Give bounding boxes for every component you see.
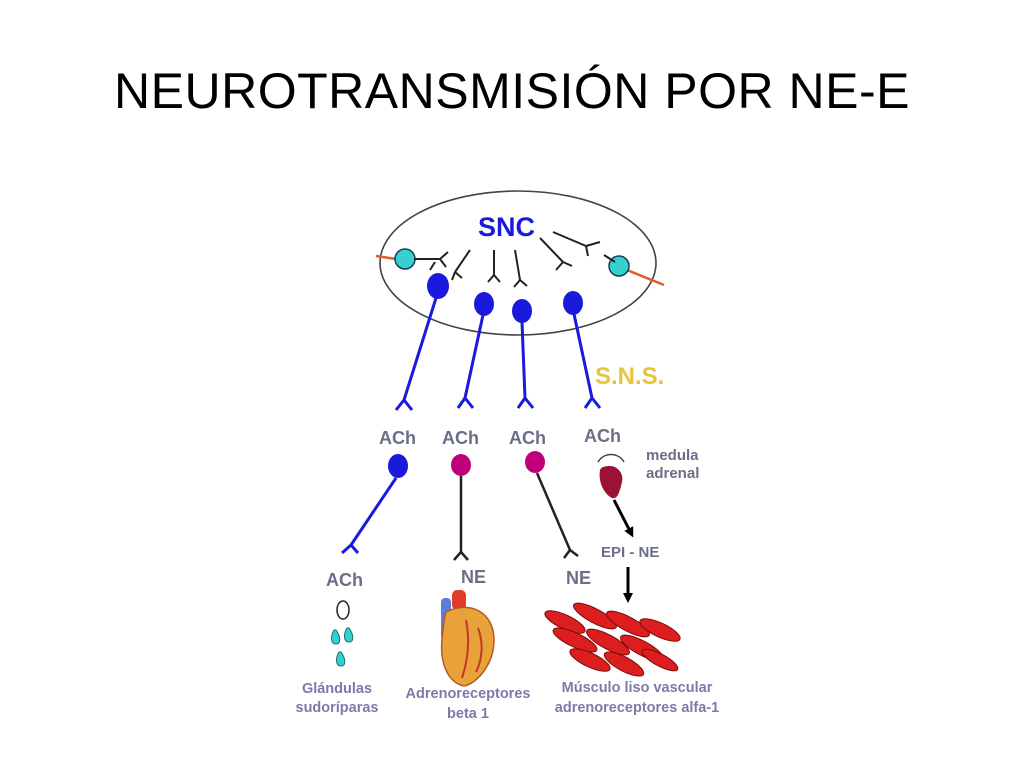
slide-title: NEUROTRANSMISIÓN POR NE-E <box>114 63 910 119</box>
epi-ne-label: EPI - NE <box>601 544 659 561</box>
muscle-cell <box>573 602 617 630</box>
muscle-cell <box>552 627 598 653</box>
postganglionic-axon-3 <box>535 472 572 551</box>
heart-caption-line1: Adrenoreceptores <box>406 686 531 702</box>
postganglionic-axon-1 <box>349 477 398 546</box>
adrenal-arrow <box>612 499 634 538</box>
drop-3 <box>336 651 346 667</box>
muscle-cell <box>641 648 679 672</box>
ganglion-ach-label-2: ACh <box>442 428 479 448</box>
heart-icon <box>440 590 495 687</box>
axon-2 <box>463 314 485 399</box>
heart-vessels <box>461 619 483 679</box>
drop-2 <box>344 627 354 643</box>
sweat-gland-outline <box>336 600 350 620</box>
adrenal-gland <box>599 466 623 499</box>
adrenal-outline <box>597 453 625 463</box>
afferent-line-right <box>626 268 665 287</box>
effector-label-glands: ACh <box>326 570 363 590</box>
muscle-caption-line2: adrenoreceptores alfa-1 <box>555 700 719 716</box>
cns-oval <box>379 190 657 336</box>
muscle-cell <box>569 648 611 672</box>
terminal-2 <box>456 397 475 409</box>
muscle-caption-line1: Músculo liso vascular <box>562 680 713 696</box>
postganglionic-terminal-1 <box>341 543 360 555</box>
postganglionic-terminal-3 <box>563 549 579 559</box>
cyan-neuron-left <box>394 248 416 270</box>
neuron-soma-2 <box>474 292 494 316</box>
aorta <box>452 590 466 610</box>
cns-synapse-marks <box>414 231 616 288</box>
muscle-cell <box>606 610 650 638</box>
muscle-cell <box>639 618 681 642</box>
effector-label-muscle: NE <box>566 568 591 588</box>
adrenal-medulla <box>597 453 625 499</box>
ganglion-ach-label-3: ACh <box>509 428 546 448</box>
terminal-4 <box>583 397 602 409</box>
sns-label: S.N.S. <box>595 363 664 390</box>
heart-caption-line2: beta 1 <box>447 706 489 722</box>
postganglionic-terminal-2 <box>453 551 469 561</box>
neuron-soma-4 <box>563 291 583 315</box>
ganglion-soma-1 <box>388 454 408 478</box>
snc-label: SNC <box>478 212 535 242</box>
adrenal-label-2: adrenal <box>646 465 699 482</box>
ganglion-ach-label-4: ACh <box>584 426 621 446</box>
ganglion-soma-3 <box>525 451 545 473</box>
neuron-soma-1 <box>427 273 449 299</box>
smooth-muscle-cells <box>544 602 681 677</box>
axon-3 <box>520 321 527 399</box>
terminal-3 <box>516 397 535 409</box>
afferent-line-left <box>375 254 397 261</box>
preganglionic-neurons <box>394 273 602 411</box>
ganglion-ach-label-1: ACh <box>379 428 416 448</box>
muscle-cell <box>586 628 630 656</box>
glands-caption-line1: Glándulas <box>302 681 372 697</box>
neuron-soma-3 <box>512 299 532 323</box>
muscle-cell <box>603 651 645 677</box>
sweat-droplets-icon <box>331 600 354 667</box>
axon-4 <box>572 313 594 399</box>
terminal-1 <box>394 399 414 411</box>
postganglionic-neurons <box>341 451 579 561</box>
drop-1 <box>331 629 341 645</box>
effector-label-heart: NE <box>461 567 486 587</box>
glands-caption-line2: sudoríparas <box>296 700 379 716</box>
ganglion-soma-2 <box>451 454 471 476</box>
axon-1 <box>402 297 438 401</box>
adrenal-label-1: medula <box>646 447 699 464</box>
